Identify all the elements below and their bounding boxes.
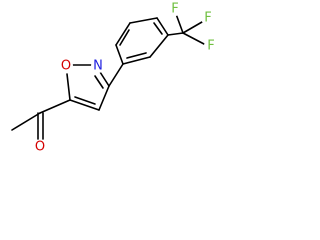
- ketone-oxygen-atom: O: [33, 140, 47, 155]
- bond-ph-3-4: [156, 17, 169, 36]
- ring-nitrogen-atom: N: [91, 59, 105, 74]
- fluorine-right-label: F: [207, 39, 214, 54]
- bond-methyl-carbonyl: [11, 112, 41, 131]
- fluorine-top-label: F: [171, 2, 178, 17]
- fluorine-right-top-label: F: [204, 11, 211, 26]
- bond-c3-c4: [98, 85, 110, 111]
- bond-ph-inner-a: [126, 52, 147, 59]
- bond-c-f-right: [182, 32, 205, 45]
- ring-oxygen-label: O: [61, 59, 71, 74]
- fluorine-right-atom: F: [204, 39, 218, 54]
- bond-carbonyl-ring: [39, 99, 71, 114]
- bond-ph-1-2: [122, 56, 151, 65]
- bond-ph-5-6: [115, 22, 131, 46]
- bond-c-f-right-top: [182, 21, 203, 34]
- bond-phenyl-cf3: [167, 32, 184, 36]
- fluorine-right-top-atom: F: [201, 11, 215, 26]
- molecule-structure: O O N F F F: [11, 1, 218, 155]
- atom-labels: O O N F F F: [33, 2, 218, 155]
- fluorine-top-atom: F: [168, 2, 182, 17]
- bond-n2-c3: [99, 71, 110, 87]
- ketone-oxygen-label: O: [35, 140, 45, 155]
- bond-c-f-top: [175, 13, 184, 34]
- bond-ph-inner-c: [119, 29, 130, 46]
- bond-ring-phenyl: [108, 63, 124, 87]
- ring-oxygen-atom: O: [59, 59, 73, 74]
- bond-c4-c5-double: [74, 96, 96, 105]
- molecule-canvas: O O N F F F: [11, 1, 218, 155]
- ring-nitrogen-label: N: [93, 59, 103, 74]
- bond-ph-4-5: [129, 17, 158, 24]
- bond-c5-o1: [66, 73, 71, 101]
- bond-n2-c3-double: [94, 75, 104, 89]
- bond-ph-6-1: [115, 44, 124, 65]
- bond-ph-inner-b: [153, 22, 163, 35]
- bond-c4-c5: [69, 99, 100, 111]
- bonds: [11, 13, 205, 140]
- bond-ph-2-3: [149, 34, 169, 58]
